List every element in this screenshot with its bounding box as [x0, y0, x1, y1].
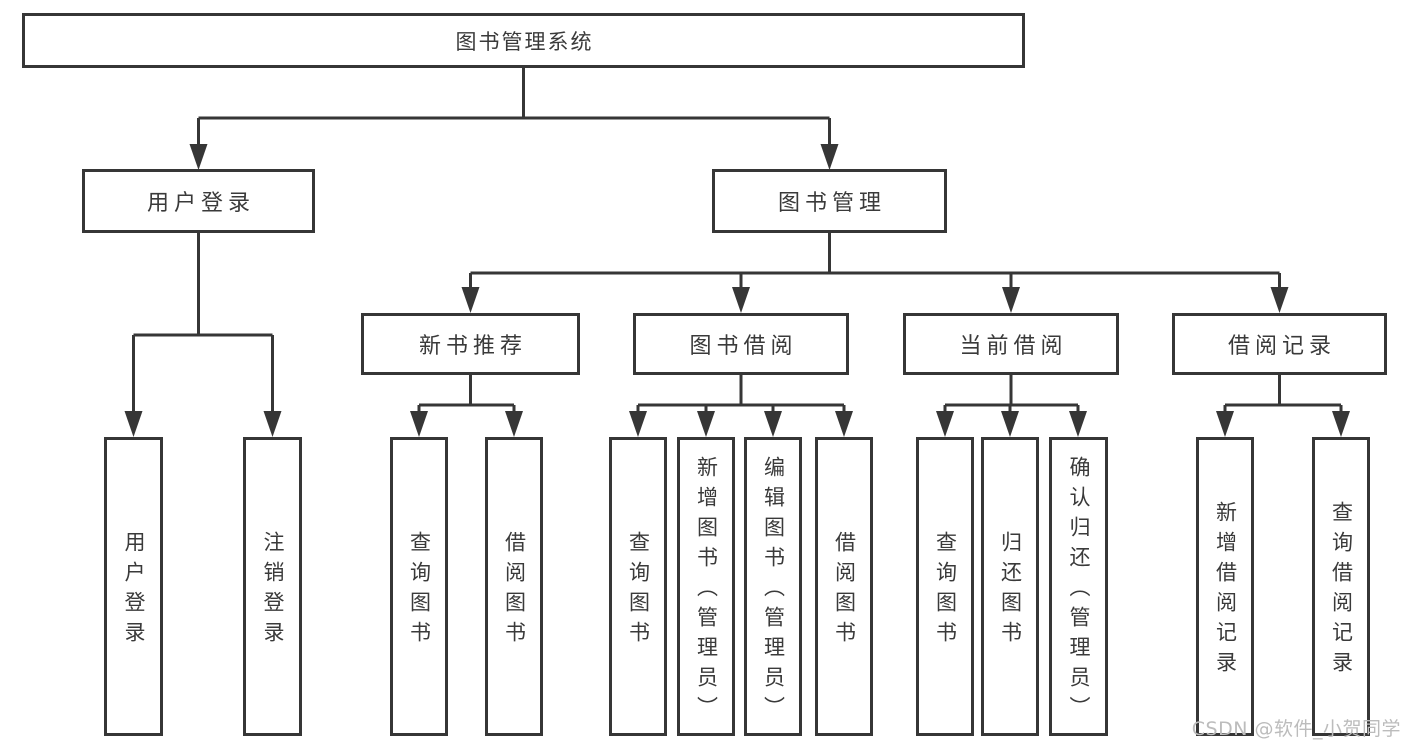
- leaf-query-books-borrowing: 查询图书: [609, 437, 667, 736]
- csdn-watermark: CSDN @软件_小贺同学: [1191, 718, 1401, 740]
- leaf-logout: 注销登录: [243, 437, 302, 736]
- leaf-query-books-recommend: 查询图书: [390, 437, 448, 736]
- leaf-borrow-books: 借阅图书: [815, 437, 873, 736]
- node-new-book-recommendation: 新书推荐: [361, 313, 580, 375]
- leaf-query-borrow-record: 查询借阅记录: [1312, 437, 1370, 736]
- node-user-login: 用户登录: [82, 169, 315, 233]
- node-library-system: 图书管理系统: [22, 13, 1025, 68]
- leaf-user-login: 用户登录: [104, 437, 163, 736]
- leaf-query-books-current: 查询图书: [916, 437, 974, 736]
- leaf-confirm-return-admin: 确认归还（管理员）: [1049, 437, 1108, 736]
- leaf-add-books-admin: 新增图书（管理员）: [677, 437, 735, 736]
- node-book-borrowing: 图书借阅: [633, 313, 849, 375]
- leaf-edit-books-admin: 编辑图书（管理员）: [744, 437, 802, 736]
- node-current-borrowing: 当前借阅: [903, 313, 1119, 375]
- leaf-return-books: 归还图书: [981, 437, 1039, 736]
- node-book-management: 图书管理: [712, 169, 947, 233]
- node-borrow-records: 借阅记录: [1172, 313, 1387, 375]
- leaf-borrow-books-recommend: 借阅图书: [485, 437, 543, 736]
- leaf-add-borrow-record: 新增借阅记录: [1196, 437, 1254, 736]
- arrowheads: [124, 144, 1350, 437]
